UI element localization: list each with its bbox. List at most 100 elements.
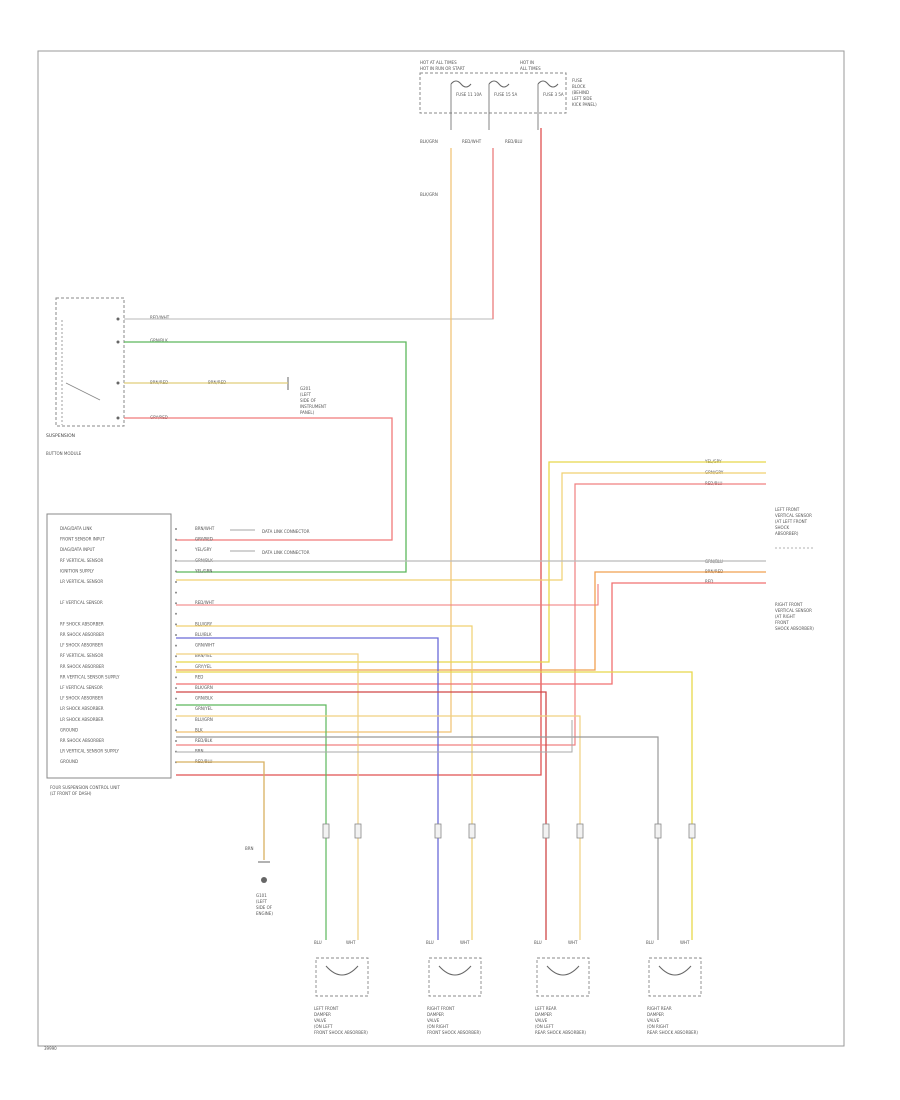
lf-sensor-label-5: ABSORBER) <box>775 531 799 536</box>
module-wire-labels: BRN/WHTGRY/REDYEL/GRYGRN/BLKYEL/GRNRED/W… <box>194 526 215 764</box>
damper-wire-wht: WHT <box>346 940 356 945</box>
module-pin-label: DIAG/DATA INPUT <box>60 547 95 552</box>
module-wire-label: GRN/WHT <box>195 643 215 648</box>
wire-damper-lf-wht <box>176 653 359 940</box>
module-pin-label: RF VERTICAL SENSOR <box>60 558 104 563</box>
damper-wire-blu: BLU <box>534 940 542 945</box>
suspension-button-module: SUSPENSION BUTTON MODULE RED/WHT GRN/BLK… <box>46 297 327 456</box>
module-wire-label: GRY/RED <box>195 537 213 542</box>
rf-sensor-label-5: SHOCK ABSORBER) <box>775 626 814 631</box>
damper-label-line: (ON RIGHT <box>427 1024 449 1029</box>
module-wire-label: BLU/BLK <box>195 632 212 637</box>
damper-label-line: VALVE <box>427 1018 440 1023</box>
wire-lf-sensor-1 <box>176 461 766 663</box>
module-wire-label: BRN/YEL <box>195 653 213 658</box>
damper-label-line: FRONT SHOCK ABSORBER) <box>427 1030 481 1035</box>
g201-label-1: G201 <box>300 386 311 391</box>
module-wire-label: RED/BLK <box>195 738 213 743</box>
damper-wire-blu: BLU <box>426 940 434 945</box>
data-link-note-2: DATA LINK CONNECTOR <box>262 550 310 555</box>
fuse-15: FUSE 15 5A <box>488 80 517 130</box>
g201-label-3: SIDE OF <box>300 398 317 403</box>
module-wire-label: BRN <box>195 749 204 754</box>
module-wire-label: YEL/GRY <box>194 547 212 552</box>
ground-label-2: (LEFT <box>256 899 268 904</box>
wire-damper-rf-wht <box>176 625 473 940</box>
rf-sensor-label-1: RIGHT FRONT <box>775 602 803 607</box>
rf-sensor-label-4: FRONT <box>775 620 789 625</box>
wire-damper-lr-blu <box>176 691 547 940</box>
fuse-header-right-2: ALL TIMES <box>520 66 541 71</box>
lf-sensor-label-3: (AT LEFT FRONT <box>775 519 808 524</box>
fuse-11: FUSE 11 10A <box>450 80 482 130</box>
wire-damper-rf-blu <box>176 637 439 940</box>
wire-fuse-red-blu <box>176 128 542 776</box>
wire-damper-lf-blu <box>176 704 327 940</box>
fuse-out-wire-1: BLK/GRN <box>420 139 438 144</box>
damper-label-line: DAMPER <box>427 1012 444 1017</box>
module-pin-label: LF VERTICAL SENSOR <box>60 600 103 605</box>
fuse-block-name-4: LEFT SIDE <box>572 96 593 101</box>
module-pin-label: FRONT SENSOR INPUT <box>60 537 105 542</box>
damper-label-line: LEFT REAR <box>535 1006 557 1011</box>
module-wire-label: BLK <box>195 727 203 732</box>
wire-fuse-blk-grn <box>176 148 452 733</box>
rf-vertical-sensor: GRN/BLU BRN/RED RED RIGHT FRONT VERTICAL… <box>705 559 814 631</box>
wire-damper-lr-wht <box>176 715 581 940</box>
damper-label-line: DAMPER <box>314 1012 331 1017</box>
damper-label-line: RIGHT FRONT <box>427 1006 455 1011</box>
damper-wire-blu: BLU <box>646 940 654 945</box>
module-wire-label: RED <box>195 674 203 679</box>
g201-label-5: PANEL) <box>300 410 315 415</box>
damper-label-line: (ON RIGHT <box>647 1024 669 1029</box>
fuse-3-label: FUSE 3 5A <box>543 92 564 97</box>
wire-module-gray <box>176 720 573 753</box>
ground-label-3: SIDE OF <box>256 905 273 910</box>
wire-damper-rr-blu <box>176 736 659 940</box>
wire-rf-sensor-2 <box>176 571 766 671</box>
fuse-out-wire-3: RED/BLU <box>505 139 523 144</box>
module-wire-label: BRN/WHT <box>195 526 215 531</box>
diagram-frame <box>37 50 845 1047</box>
g201-label-2: (LEFT <box>300 392 312 397</box>
module-wire-label: GRN/BLK <box>195 558 213 563</box>
fuse-block-name-1: FUSE <box>572 78 583 83</box>
fuse-block-name-2: BLOCK <box>572 84 586 89</box>
damper-label-line: VALVE <box>535 1018 548 1023</box>
fuse-header-left-1: HOT AT ALL TIMES <box>420 60 457 65</box>
ground-wire-label: BRN <box>245 846 254 851</box>
module-pin-label: LR SHOCK ABSORBER <box>60 717 104 722</box>
wire-lf-sensor-2 <box>176 472 766 581</box>
wire-lf-vert-sensor <box>176 584 599 606</box>
module-pin-label: LR VERTICAL SENSOR SUPPLY <box>60 749 119 754</box>
module-pin-label: RR SHOCK ABSORBER <box>60 738 104 743</box>
module-pin-label: RF SHOCK ABSORBER <box>60 621 104 626</box>
switch-wire-2: GRN/BLK <box>150 338 168 343</box>
switch-block-sub: BUTTON MODULE <box>46 451 82 456</box>
fuse-out-wire-2: RED/WHT <box>462 139 482 144</box>
damper-wire-wht: WHT <box>460 940 470 945</box>
module-pin-label: LF VERTICAL SENSOR <box>60 685 103 690</box>
module-wire-label: YEL/GRN <box>194 568 212 573</box>
fuse-block-name-5: KICK PANEL) <box>572 102 597 107</box>
rf-sensor-label-3: (AT RIGHT <box>775 614 796 619</box>
wire-switch-2 <box>124 341 407 573</box>
damper-label-line: RIGHT REAR <box>647 1006 672 1011</box>
module-pin-label: LF SHOCK ABSORBER <box>60 643 103 648</box>
lf-sensor-label-4: SHOCK <box>775 525 789 530</box>
module-wire-label: BLU/GRY <box>195 621 213 626</box>
damper-label-line: VALVE <box>647 1018 660 1023</box>
fuse-3: FUSE 3 5A <box>537 80 564 130</box>
module-pin-label: RR SHOCK ABSORBER <box>60 632 104 637</box>
module-pin-label: GROUND <box>60 727 78 732</box>
ground-label-4: ENGINE) <box>256 911 273 916</box>
wire-lf-sensor-3 <box>176 483 766 746</box>
damper-label-line: (ON LEFT <box>314 1024 333 1029</box>
damper-label-line: VALVE <box>314 1018 327 1023</box>
module-wire-label: GRN/YEL <box>195 706 213 711</box>
module-pin-label: RF VERTICAL SENSOR <box>60 653 104 658</box>
